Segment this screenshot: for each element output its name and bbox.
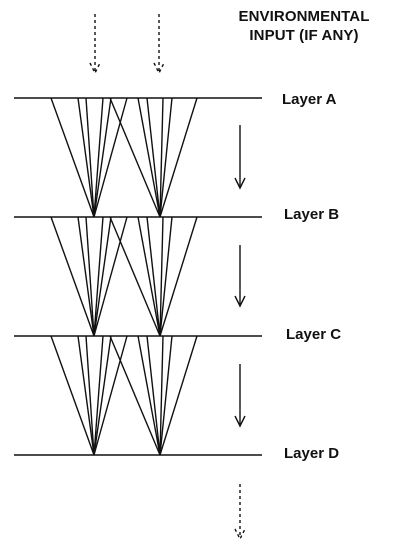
connection-line <box>93 335 104 456</box>
connection-line <box>159 216 164 337</box>
connection-line <box>137 335 161 456</box>
connection-line <box>146 97 161 218</box>
connection-line <box>159 216 173 337</box>
connection-line <box>93 97 112 218</box>
connection-line <box>77 216 95 337</box>
connection-line <box>159 335 198 456</box>
connection-line <box>159 97 173 218</box>
connection-line <box>85 216 95 337</box>
connection-line <box>77 97 95 218</box>
environmental-input-line-2: INPUT (IF ANY) <box>249 27 359 44</box>
environmental-input-caption: ENVIRONMENTAL INPUT (IF ANY) <box>206 7 402 45</box>
connection-line <box>109 335 161 456</box>
connection-line <box>93 335 128 456</box>
connection-line <box>93 216 112 337</box>
connection-line <box>50 97 95 218</box>
connection-line <box>93 97 104 218</box>
flow-arrow-head <box>234 415 246 428</box>
connection-line <box>146 216 161 337</box>
layer-b-label: Layer B <box>284 206 340 223</box>
connection-line <box>137 97 161 218</box>
layer-c-label: Layer C <box>286 326 342 343</box>
flow-arrow-head <box>234 295 246 308</box>
connection-line <box>85 335 95 456</box>
environmental-input-arrow-head <box>153 62 165 75</box>
connection-line <box>93 335 112 456</box>
output-arrow-head <box>234 528 246 541</box>
flow-arrow-head <box>234 177 246 190</box>
connection-line <box>159 335 173 456</box>
connection-line <box>109 97 161 218</box>
connection-line <box>50 216 95 337</box>
layer-a-label: Layer A <box>282 91 337 108</box>
connection-line <box>159 97 198 218</box>
environmental-input-arrow-head <box>89 62 101 75</box>
connection-line <box>93 216 128 337</box>
connection-line <box>159 97 164 218</box>
connection-line <box>137 216 161 337</box>
connection-line <box>77 335 95 456</box>
connection-line <box>109 216 161 337</box>
connection-line <box>159 216 198 337</box>
connection-line <box>93 216 104 337</box>
environmental-input-line-1: ENVIRONMENTAL <box>238 8 370 25</box>
connection-line <box>159 335 164 456</box>
connection-line <box>146 335 161 456</box>
connection-line <box>85 97 95 218</box>
layer-d-label: Layer D <box>284 445 340 462</box>
connection-line <box>93 97 128 218</box>
connection-line <box>50 335 95 456</box>
